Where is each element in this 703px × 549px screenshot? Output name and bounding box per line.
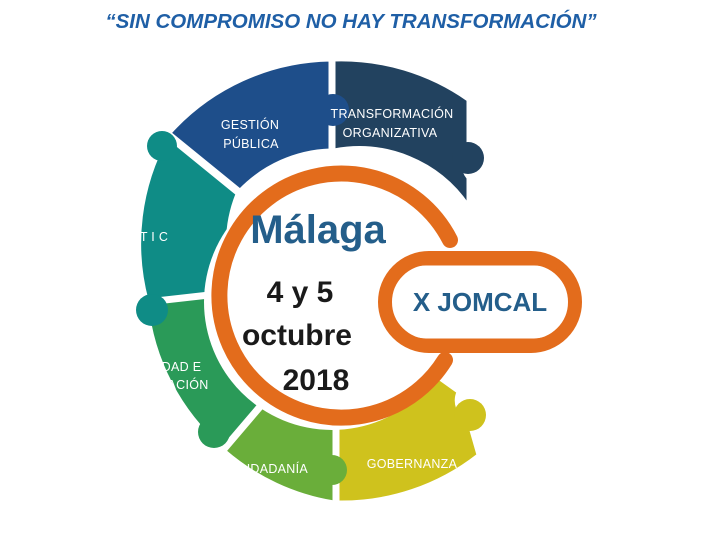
- city-label: Málaga: [250, 208, 386, 252]
- event-capsule: [378, 251, 582, 353]
- knob-transformacion: [452, 142, 484, 174]
- label-gestion-2: PÚBLICA: [223, 136, 279, 151]
- knob-gobernanza: [454, 399, 486, 431]
- event-capsule-inner: [386, 262, 574, 342]
- label-gestion-1: GESTIÓN: [221, 117, 279, 132]
- knob-ciudadania: [317, 455, 347, 485]
- jomcal-badge: X JOMCAL: [211, 165, 582, 426]
- date-month: octubre: [242, 319, 352, 352]
- center-disc: [204, 174, 460, 430]
- segment-gestion-publica: [167, 58, 332, 193]
- label-calidad-1: CALIDAD E: [133, 360, 202, 374]
- date-days: 4 y 5: [267, 276, 334, 309]
- label-calidad-2: INNOVACIÓN: [127, 377, 208, 392]
- knob-tic: [136, 294, 168, 326]
- label-gobernanza: GOBERNANZA: [367, 457, 458, 471]
- knob-tic-top: [147, 131, 177, 161]
- label-tic: T I C: [140, 230, 168, 244]
- event-name: X JOMCAL: [413, 287, 547, 317]
- orange-c-ring: [211, 165, 458, 426]
- segment-transformacion-organizativa: [332, 58, 470, 210]
- label-transformacion-2: ORGANIZATIVA: [343, 126, 438, 140]
- knob-gestion-publica: [317, 94, 349, 126]
- slogan-title: “SIN COMPROMISO NO HAY TRANSFORMACIÓN”: [105, 9, 597, 33]
- date-year: 2018: [283, 364, 350, 397]
- label-transformacion-1: TRANSFORMACIÓN: [331, 106, 454, 121]
- label-ciudadania: CIUDADANÍA: [228, 461, 308, 476]
- knob-calidad: [198, 416, 230, 448]
- segment-labels: GESTIÓN PÚBLICA TRANSFORMACIÓN ORGANIZAT…: [127, 106, 457, 476]
